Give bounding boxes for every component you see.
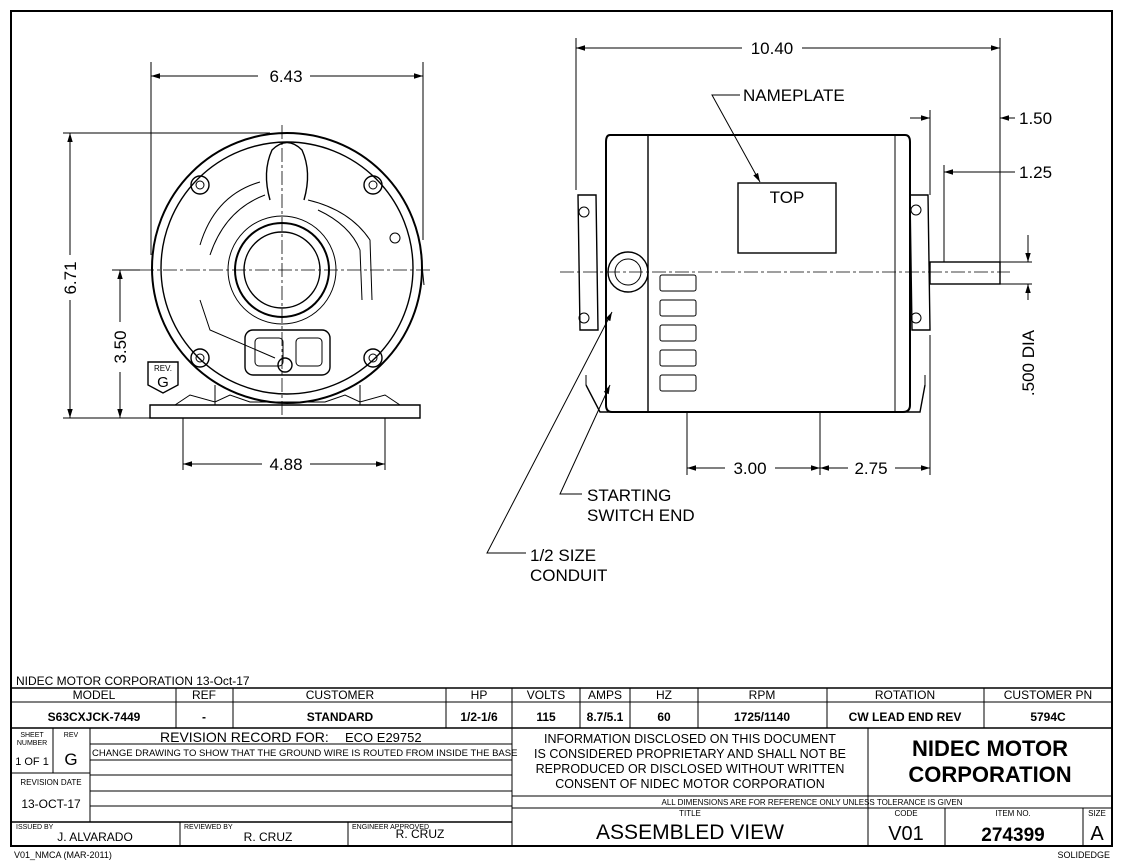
code-label: CODE (894, 809, 917, 818)
sheet-label-2: NUMBER (17, 740, 47, 747)
callout-starting-1: STARTING (587, 486, 671, 505)
item-value: 274399 (981, 825, 1044, 846)
dim-shaft-height: 3.50 (111, 330, 130, 363)
title-block-lines (11, 687, 1112, 846)
value-rpm: 1725/1140 (734, 710, 790, 724)
value-customer-pn: 5794C (1030, 710, 1066, 724)
engineer: R. CRUZ (396, 827, 445, 841)
header-customer: CUSTOMER (306, 688, 375, 702)
disclosure-line-2: IS CONSIDERED PROPRIETARY AND SHALL NOT … (534, 747, 846, 761)
revision-date: 13-OCT-17 (21, 797, 81, 811)
value-volts: 115 (536, 710, 556, 724)
callout-conduit-1: 1/2 SIZE (530, 546, 596, 565)
dim-shaft-ext-1: 1.50 (1019, 109, 1052, 128)
front-view (140, 125, 432, 419)
disclosure-line-4: CONSENT OF NIDEC MOTOR CORPORATION (555, 777, 824, 791)
title-label: TITLE (679, 809, 701, 818)
value-hz: 60 (657, 710, 671, 724)
value-customer: STANDARD (307, 710, 374, 724)
sheet-value: 1 OF 1 (15, 756, 49, 768)
dim-mount-b: 2.75 (854, 459, 887, 478)
software-name: SOLIDEDGE (1057, 850, 1110, 860)
disclosure-line-3: REPRODUCED OR DISCLOSED WITHOUT WRITTEN (536, 762, 845, 776)
engineer-label: ENGINEER APPROVED (352, 824, 429, 831)
sheet-label-1: SHEET (20, 732, 44, 739)
dim-mount-a: 3.00 (733, 459, 766, 478)
revision-record-label: REVISION RECORD FOR: (160, 729, 329, 745)
revision-text: CHANGE DRAWING TO SHOW THAT THE GROUND W… (92, 748, 517, 759)
callout-conduit-2: CONDUIT (530, 566, 607, 585)
side-view (560, 134, 1010, 413)
revision-record-eco: ECO E29752 (345, 730, 422, 745)
header-rotation: ROTATION (875, 688, 935, 702)
front-dimension-lines (63, 62, 424, 470)
size-value: A (1090, 823, 1104, 845)
company-date: NIDEC MOTOR CORPORATION 13-Oct-17 (16, 674, 250, 688)
header-model: MODEL (73, 688, 116, 702)
header-hp: HP (471, 688, 488, 702)
revision-date-label: REVISION DATE (20, 778, 81, 787)
nameplate-top-label: TOP (770, 188, 805, 207)
dim-front-width: 6.43 (269, 67, 302, 86)
disclosure-line-1: INFORMATION DISCLOSED ON THIS DOCUMENT (544, 732, 836, 746)
code-value: V01 (888, 823, 924, 845)
item-label: ITEM NO. (995, 809, 1031, 818)
rev-value: G (64, 750, 77, 769)
form-id: V01_NMCA (MAR-2011) (14, 850, 112, 860)
header-ref: REF (192, 688, 216, 702)
callout-starting-2: SWITCH END (587, 506, 695, 525)
callout-nameplate: NAMEPLATE (743, 86, 845, 105)
value-model: S63CXJCK-7449 (48, 710, 141, 724)
value-ref: - (202, 710, 206, 724)
header-rpm: RPM (749, 688, 776, 702)
dim-front-height: 6.71 (61, 261, 80, 294)
rev-label: REV (64, 732, 79, 739)
rev-symbol-label: REV. (154, 364, 172, 373)
issued-by-label: ISSUED BY (16, 824, 54, 831)
side-dimension-lines (486, 38, 1032, 554)
rev-symbol-letter: G (157, 374, 169, 391)
header-amps: AMPS (588, 688, 622, 702)
reviewed-by-label: REVIEWED BY (184, 824, 233, 831)
header-hz: HZ (656, 688, 672, 702)
issued-by: J. ALVARADO (57, 830, 133, 844)
drawing-title: ASSEMBLED VIEW (596, 821, 784, 844)
company-name-1: NIDEC MOTOR (912, 736, 1068, 761)
value-amps: 8.7/5.1 (587, 710, 624, 724)
dim-shaft-dia: .500 DIA (1019, 329, 1038, 396)
dimensions-note: ALL DIMENSIONS ARE FOR REFERENCE ONLY UN… (662, 798, 963, 807)
header-customer-pn: CUSTOMER PN (1004, 688, 1092, 702)
dim-shaft-ext-2: 1.25 (1019, 163, 1052, 182)
dim-overall-length: 10.40 (751, 39, 794, 58)
dim-base-width: 4.88 (269, 455, 302, 474)
size-label: SIZE (1088, 809, 1106, 818)
company-name-2: CORPORATION (908, 762, 1071, 787)
reviewed-by: R. CRUZ (244, 830, 293, 844)
drawing-border (10, 10, 1113, 847)
header-volts: VOLTS (527, 688, 565, 702)
value-hp: 1/2-1/6 (460, 710, 498, 724)
value-rotation: CW LEAD END REV (849, 710, 962, 724)
